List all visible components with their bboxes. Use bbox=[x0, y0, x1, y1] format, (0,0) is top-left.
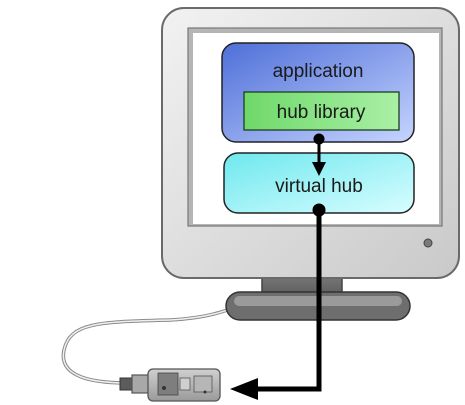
power-led-icon bbox=[423, 238, 433, 248]
hub-library-label: hub library bbox=[277, 102, 366, 123]
application-label: application bbox=[273, 61, 364, 82]
virtual-hub-label: virtual hub bbox=[275, 176, 363, 197]
hub-to-device-arrow bbox=[230, 203, 326, 400]
usb-device bbox=[119, 368, 221, 402]
virtual-hub-box: virtual hub bbox=[223, 152, 415, 214]
hub-library-box: hub library bbox=[243, 91, 400, 131]
library-to-hub-arrow bbox=[312, 133, 326, 176]
